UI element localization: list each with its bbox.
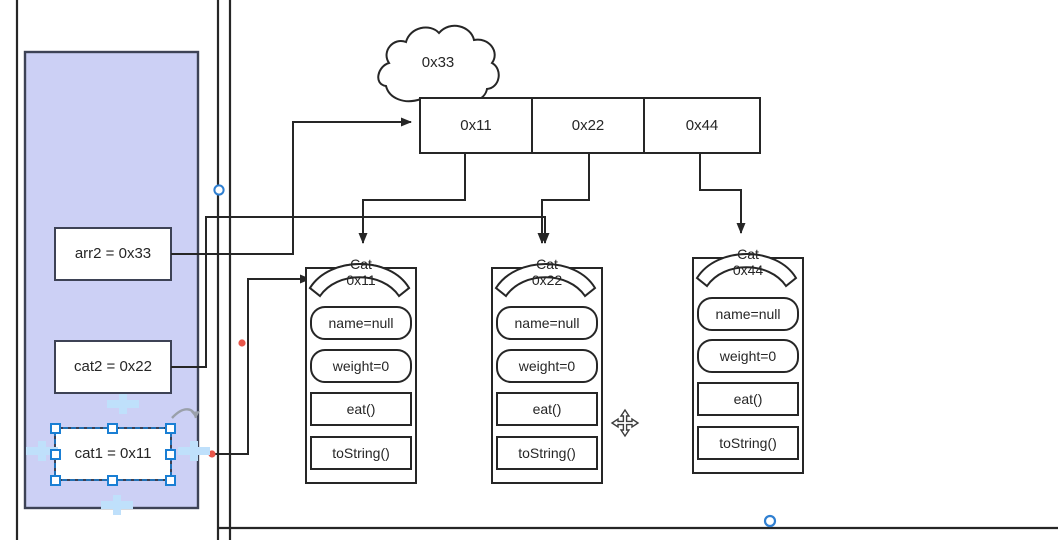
- object-address-0x44: 0x44: [732, 261, 764, 278]
- object-address-0x11: 0x11: [346, 271, 376, 288]
- object-banner-0x22: [494, 263, 597, 298]
- resize-handle-n: [107, 423, 118, 434]
- var-box-arr2: [54, 227, 172, 281]
- method-0x44-0: [697, 382, 799, 416]
- field-0x11-1: [310, 349, 412, 383]
- resize-handle-w: [50, 449, 61, 460]
- object-classname-0x22: Cat: [536, 256, 558, 272]
- var-box-cat2: [54, 340, 172, 394]
- resize-handle-s: [107, 475, 118, 486]
- object-banner-0x44: [695, 253, 798, 288]
- method-0x22-1: [496, 436, 598, 470]
- field-0x22-0: [496, 306, 598, 340]
- resize-handle-se: [165, 475, 176, 486]
- method-0x11-0: [310, 392, 412, 426]
- resize-handle-sw: [50, 475, 61, 486]
- resize-handle-ne: [165, 423, 176, 434]
- connector-cat1-to-cat0x11: [186, 274, 311, 455]
- direction-arrows: [26, 394, 210, 515]
- var-box-cat1: [54, 427, 172, 481]
- object-title-0x22: Cat 0x22: [492, 256, 602, 288]
- heap-object-cat-0x11: [305, 263, 417, 484]
- object-banner-arc-0x11: [308, 263, 411, 298]
- resize-handle-e: [165, 449, 176, 460]
- direction-arrow-top: [107, 394, 139, 414]
- field-0x44-0: [697, 297, 799, 331]
- rotate-icon-arrowhead: [191, 411, 200, 418]
- resize-handles: [50, 423, 176, 486]
- array-cell-1: [531, 97, 645, 154]
- method-0x22-0: [496, 392, 598, 426]
- method-0x44-1: [697, 426, 799, 460]
- line-endpoint-handle-bottom: [763, 514, 777, 528]
- object-classname-0x44: Cat: [737, 246, 759, 262]
- object-title-0x44: Cat 0x44: [693, 246, 803, 278]
- direction-arrow-right: [178, 441, 210, 461]
- heap-array-0x33: [419, 97, 761, 154]
- heap-object-cat-0x44: [692, 253, 804, 474]
- array-cell-0: [419, 97, 533, 154]
- connector-dot-mid: [238, 339, 246, 347]
- direction-arrow-left: [26, 441, 58, 461]
- connector-cat2-to-cat0x22: [171, 216, 550, 368]
- resize-handle-nw: [50, 423, 61, 434]
- connector-cell0-to-cat0x11: [358, 153, 466, 244]
- direction-arrow-bottom: [101, 495, 133, 515]
- object-address-0x22: 0x22: [531, 271, 563, 288]
- line-endpoint-handle-top: [213, 184, 225, 196]
- connector-dot-cat1: [208, 450, 216, 458]
- field-0x44-1: [697, 339, 799, 373]
- object-title-0x11: Cat 0x11: [306, 256, 416, 288]
- array-cell-2: [643, 97, 761, 154]
- field-0x11-0: [310, 306, 412, 340]
- selection-overlay-cat1: [26, 394, 210, 515]
- heap-cloud-0x33: [377, 24, 500, 103]
- heap-object-cat-0x22: [491, 263, 603, 484]
- move-cursor: [610, 408, 640, 438]
- field-0x22-1: [496, 349, 598, 383]
- object-classname-0x11: Cat: [350, 256, 372, 272]
- connector-arr2-to-array: [171, 117, 412, 255]
- method-0x11-1: [310, 436, 412, 470]
- connector-cell2-to-cat0x44: [699, 153, 746, 234]
- connector-cell1-to-cat0x22: [537, 153, 590, 244]
- canvas-frame: [15, 0, 1058, 540]
